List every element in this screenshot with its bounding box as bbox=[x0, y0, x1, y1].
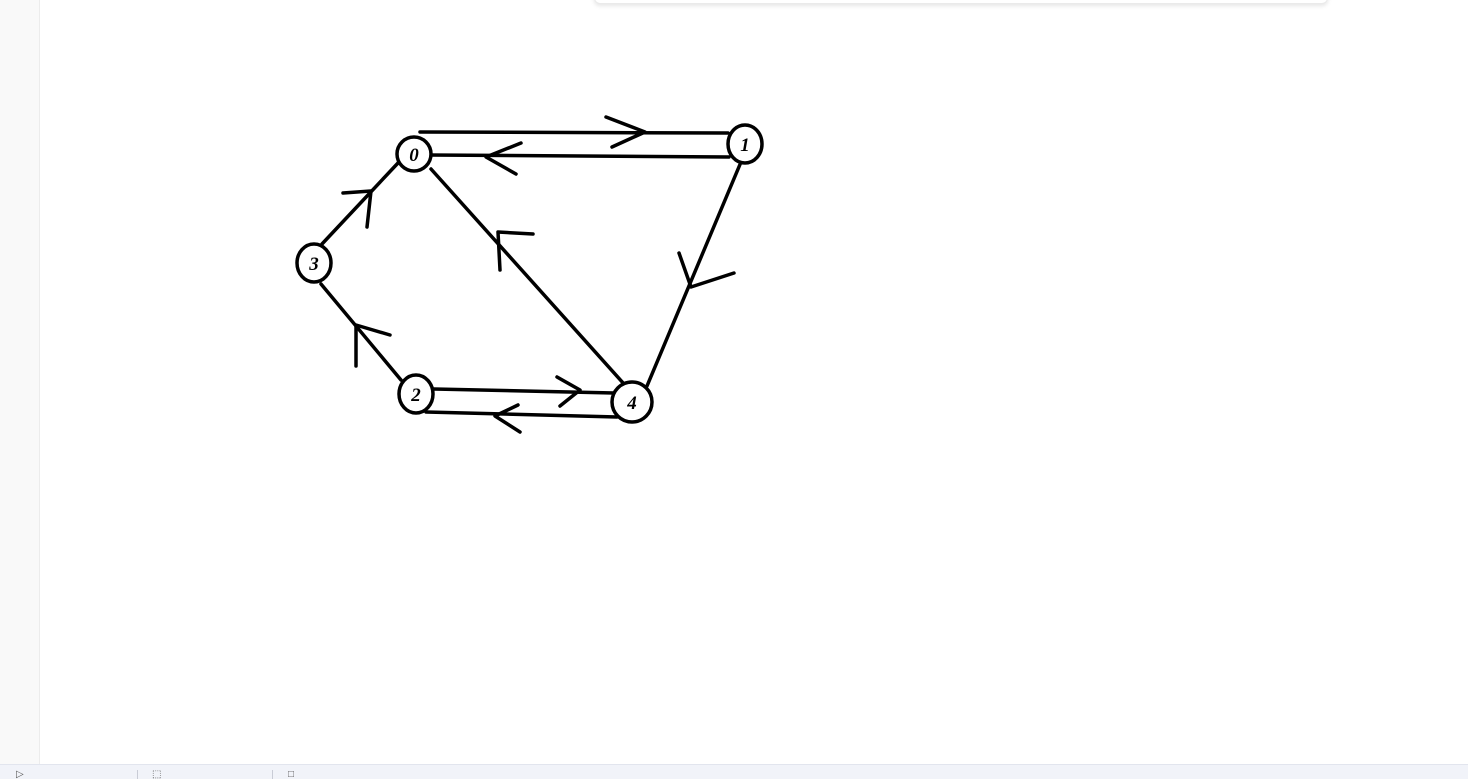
edge-0-to-1 bbox=[418, 130, 730, 135]
edge-2-to-3 bbox=[319, 282, 403, 382]
selection-rect-icon: ⬚ bbox=[152, 769, 162, 779]
image-size-icon: □ bbox=[288, 769, 295, 779]
cursor-position-item: ▷ bbox=[16, 769, 32, 779]
status-divider bbox=[137, 770, 138, 779]
node-2-label: 2 bbox=[410, 385, 421, 406]
node-2 bbox=[397, 373, 435, 415]
node-0 bbox=[395, 135, 433, 173]
left-margin bbox=[0, 0, 40, 764]
drawing-canvas[interactable]: 0 1 3 2 4 bbox=[40, 0, 1468, 764]
status-bar: ▷ ⬚ □ bbox=[0, 764, 1468, 779]
image-size-item: □ bbox=[288, 769, 302, 779]
node-3 bbox=[295, 242, 333, 284]
arrowhead-4-to-2 bbox=[493, 403, 522, 434]
arrowhead-2-to-4 bbox=[555, 375, 582, 408]
arrowhead-2-to-3 bbox=[354, 323, 392, 368]
status-divider bbox=[272, 770, 273, 779]
edge-3-to-0 bbox=[320, 161, 400, 246]
node-0-label: 0 bbox=[409, 145, 419, 166]
node-3-label: 3 bbox=[308, 254, 319, 275]
arrowhead-3-to-0 bbox=[341, 189, 373, 229]
node-1 bbox=[726, 123, 764, 165]
edge-1-to-4 bbox=[645, 160, 743, 388]
edge-2-to-4 bbox=[432, 387, 616, 395]
edge-4-to-2 bbox=[424, 410, 619, 419]
directed-graph-drawing: 0 1 3 2 4 bbox=[295, 115, 764, 434]
node-1-label: 1 bbox=[740, 135, 750, 156]
arrowhead-4-to-0 bbox=[496, 230, 535, 272]
edge-1-to-0 bbox=[426, 153, 731, 159]
arrowhead-0-to-1 bbox=[604, 115, 647, 149]
node-4 bbox=[610, 380, 654, 424]
edge-4-to-0 bbox=[429, 167, 626, 386]
pointer-arrow-icon: ▷ bbox=[16, 769, 24, 779]
arrowhead-1-to-4 bbox=[677, 251, 736, 289]
arrowhead-1-to-0 bbox=[484, 141, 523, 176]
node-4-label: 4 bbox=[626, 393, 637, 414]
selection-size-item: ⬚ bbox=[152, 769, 169, 779]
